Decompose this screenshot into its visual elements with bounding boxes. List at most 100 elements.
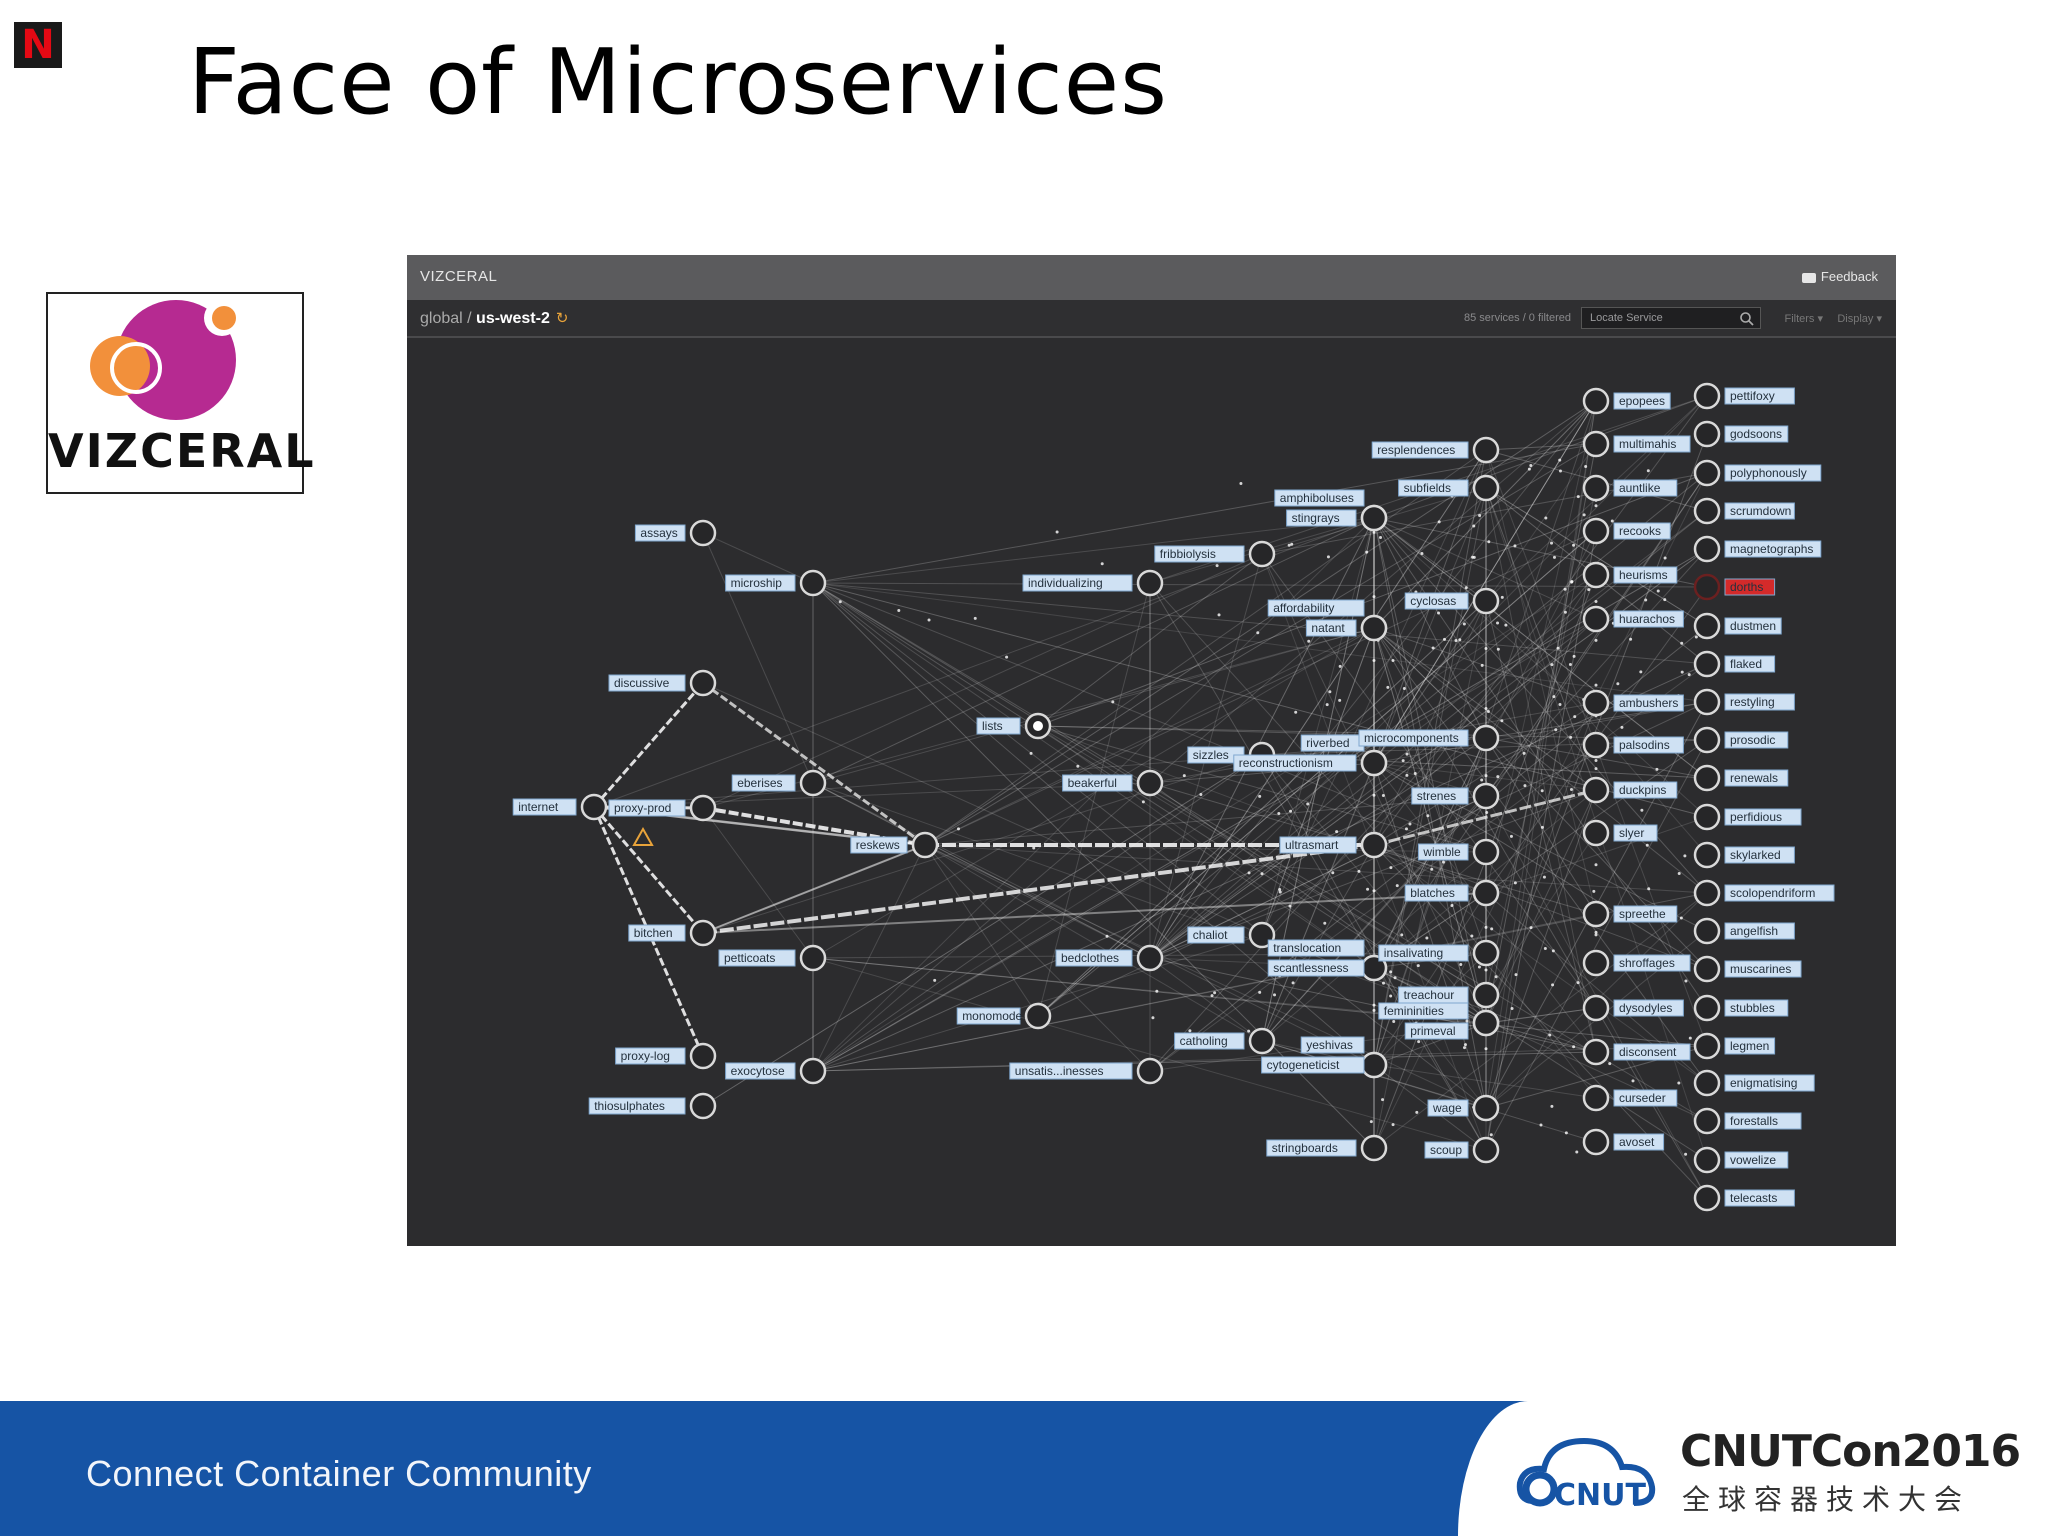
service-node-duckpins[interactable]: duckpins [1582, 776, 1678, 804]
service-node-circle[interactable] [1582, 949, 1610, 977]
service-label-duckpins[interactable]: duckpins [1619, 783, 1666, 797]
service-label-thiosulphates[interactable]: thiosulphates [594, 1099, 665, 1113]
service-label-angelfish[interactable]: angelfish [1730, 924, 1778, 938]
service-node-circle[interactable] [1472, 939, 1500, 967]
service-node-insalivating[interactable]: insalivating [1378, 939, 1500, 967]
service-node-individualizing[interactable]: individualizing [1022, 569, 1164, 597]
service-label-scantlessness[interactable]: scantlessness [1273, 961, 1348, 975]
feedback-button[interactable]: Feedback [1801, 269, 1878, 284]
service-node-circle[interactable] [1472, 587, 1500, 615]
service-node-circle[interactable] [689, 1042, 717, 1070]
service-node-circle[interactable] [1360, 1051, 1388, 1079]
service-node-ultrasmart[interactable]: ultrasmart [1279, 831, 1388, 859]
service-node-circle[interactable] [1693, 803, 1721, 831]
service-label-palsodins[interactable]: palsodins [1619, 738, 1670, 752]
service-node-circle[interactable] [1693, 573, 1721, 601]
service-label-monomode[interactable]: monomode [962, 1009, 1022, 1023]
service-node-circle[interactable] [1693, 612, 1721, 640]
service-label-scrumdown[interactable]: scrumdown [1730, 504, 1791, 518]
service-label-stubbles[interactable]: stubbles [1730, 1001, 1775, 1015]
service-node-circle[interactable] [1472, 879, 1500, 907]
service-node-primeval[interactable]: primeval [1404, 1009, 1500, 1040]
service-label-telecasts[interactable]: telecasts [1730, 1191, 1777, 1205]
service-node-circle[interactable] [1136, 1057, 1164, 1085]
service-node-natant[interactable]: natant [1305, 614, 1388, 642]
service-label-renewals[interactable]: renewals [1730, 771, 1778, 785]
service-node-circle[interactable] [689, 1092, 717, 1120]
service-node-blatches[interactable]: blatches [1404, 879, 1500, 907]
service-node-circle[interactable] [1693, 650, 1721, 678]
service-node-eberises[interactable]: eberises [731, 769, 827, 797]
service-node-circle[interactable] [1582, 776, 1610, 804]
service-node-forestalls[interactable]: forestalls [1693, 1107, 1802, 1135]
service-node-circle[interactable] [1582, 900, 1610, 928]
service-label-petticoats[interactable]: petticoats [724, 951, 775, 965]
service-label-proxy-prod[interactable]: proxy-prod [614, 801, 671, 815]
service-node-circle[interactable] [1693, 1184, 1721, 1212]
service-label-blatches[interactable]: blatches [1410, 886, 1455, 900]
service-node-renewals[interactable]: renewals [1693, 764, 1789, 792]
service-node-prosodic[interactable]: prosodic [1693, 726, 1789, 754]
service-node-circle[interactable] [689, 519, 717, 547]
service-node-circle[interactable] [1582, 430, 1610, 458]
service-node-exocytose[interactable]: exocytose [725, 1057, 827, 1085]
service-label-discussive[interactable]: discussive [614, 676, 670, 690]
service-node-circle[interactable] [1693, 1032, 1721, 1060]
service-label-microcomponents[interactable]: microcomponents [1364, 731, 1459, 745]
service-node-huarachos[interactable]: huarachos [1582, 605, 1684, 633]
service-label-cytogeneticist[interactable]: cytogeneticist [1267, 1058, 1340, 1072]
service-label-stringboards[interactable]: stringboards [1272, 1141, 1338, 1155]
service-label-godsoons[interactable]: godsoons [1730, 427, 1782, 441]
service-label-affordability[interactable]: affordability [1273, 601, 1334, 615]
service-label-insalivating[interactable]: insalivating [1384, 946, 1443, 960]
refresh-icon[interactable]: ↻ [555, 310, 569, 327]
service-label-femininities[interactable]: femininities [1384, 1004, 1444, 1018]
service-node-circle[interactable] [1582, 605, 1610, 633]
service-node-muscarines[interactable]: muscarines [1693, 955, 1802, 983]
service-node-circle[interactable] [1582, 561, 1610, 589]
service-node-circle[interactable] [1360, 614, 1388, 642]
service-label-avoset[interactable]: avoset [1619, 1135, 1655, 1149]
service-node-circle[interactable] [1582, 1084, 1610, 1112]
service-label-flaked[interactable]: flaked [1730, 657, 1762, 671]
service-label-unsatis...inesses[interactable]: unsatis...inesses [1015, 1064, 1104, 1078]
service-node-circle[interactable] [1693, 955, 1721, 983]
service-node-shroffages[interactable]: shroffages [1582, 949, 1691, 977]
service-node-scrumdown[interactable]: scrumdown [1693, 497, 1795, 525]
service-node-circle[interactable] [1472, 724, 1500, 752]
service-node-strenes[interactable]: strenes [1411, 782, 1500, 810]
service-label-perfidious[interactable]: perfidious [1730, 810, 1782, 824]
locate-service-input[interactable] [1581, 307, 1761, 329]
service-node-circle[interactable] [911, 831, 939, 859]
service-node-circle[interactable] [1472, 1136, 1500, 1164]
service-node-circle[interactable] [1472, 1009, 1500, 1037]
service-label-forestalls[interactable]: forestalls [1730, 1114, 1778, 1128]
service-node-circle[interactable] [1693, 1146, 1721, 1174]
service-node-dorths[interactable]: dorths [1693, 573, 1776, 601]
service-label-bedclothes[interactable]: bedclothes [1061, 951, 1119, 965]
service-node-circle[interactable] [689, 669, 717, 697]
service-label-scoup[interactable]: scoup [1430, 1143, 1462, 1157]
service-label-eberises[interactable]: eberises [737, 776, 782, 790]
service-label-fribbiolysis[interactable]: fribbiolysis [1160, 547, 1216, 561]
breadcrumb-global[interactable]: global [420, 310, 463, 327]
display-menu[interactable]: Display ▾ [1837, 313, 1882, 325]
service-node-circle[interactable] [1582, 1128, 1610, 1156]
service-node-subfields[interactable]: subfields [1398, 474, 1500, 502]
service-label-polyphonously[interactable]: polyphonously [1730, 466, 1807, 480]
service-node-legmen[interactable]: legmen [1693, 1032, 1776, 1060]
service-node-polyphonously[interactable]: polyphonously [1693, 459, 1822, 487]
service-node-epopees[interactable]: epopees [1582, 387, 1671, 415]
service-node-scantlessness[interactable]: scantlessness [1267, 954, 1388, 982]
service-node-circle[interactable] [1693, 841, 1721, 869]
service-node-enigmatising[interactable]: enigmatising [1693, 1069, 1815, 1097]
service-node-bitchen[interactable]: bitchen [628, 919, 717, 947]
service-label-internet[interactable]: internet [518, 800, 559, 814]
service-label-individualizing[interactable]: individualizing [1028, 576, 1103, 590]
service-label-restyling[interactable]: restyling [1730, 695, 1775, 709]
service-label-catholing[interactable]: catholing [1180, 1034, 1228, 1048]
service-node-resplendences[interactable]: resplendences [1371, 436, 1500, 464]
service-label-primeval[interactable]: primeval [1410, 1024, 1455, 1038]
service-node-circle[interactable] [1693, 1069, 1721, 1097]
service-label-riverbed[interactable]: riverbed [1306, 736, 1349, 750]
